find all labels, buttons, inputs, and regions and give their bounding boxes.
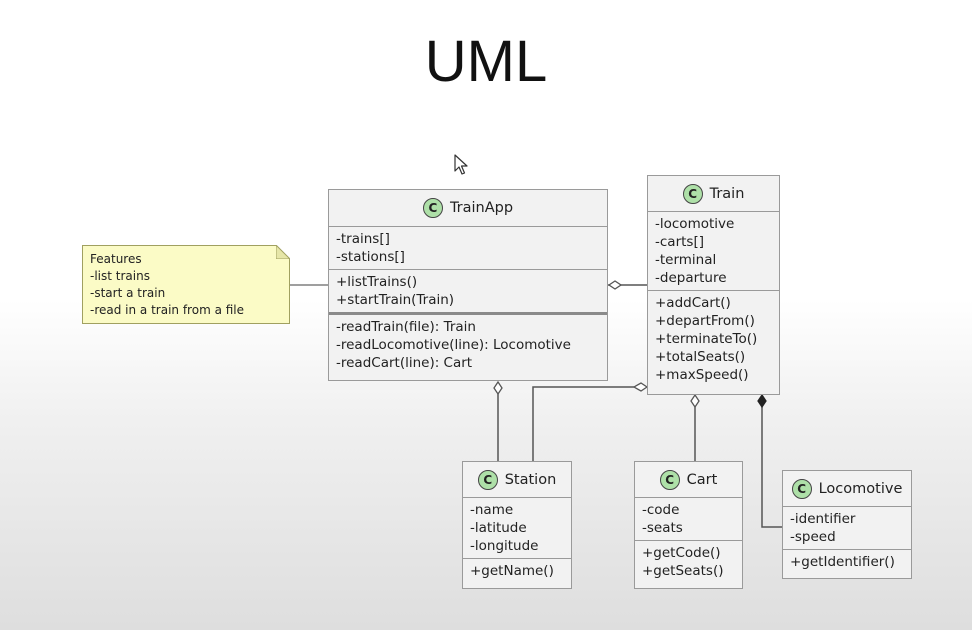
methods-section: +getName() xyxy=(463,558,571,583)
attribute: -identifier xyxy=(790,511,856,527)
slide-title: UML xyxy=(424,29,548,94)
class-name: Station xyxy=(504,471,557,488)
note-line: -start a train xyxy=(90,286,166,300)
class-icon: C xyxy=(682,183,703,204)
note-line: -read in a train from a file xyxy=(90,303,245,317)
attribute: -locomotive xyxy=(655,216,735,232)
edge-train-locomotive xyxy=(761,407,782,528)
method: +totalSeats() xyxy=(655,349,746,365)
class-icon: C xyxy=(422,198,443,218)
aggregation-diamond-trainapp-train xyxy=(607,280,623,290)
attribute: -carts[] xyxy=(655,234,704,250)
attribute: -code xyxy=(642,502,680,518)
note-line: -list trains xyxy=(90,269,150,283)
private-methods-section: -readTrain(file): Train -readLocomotive(… xyxy=(329,312,607,375)
method: +getIdentifier() xyxy=(790,554,895,570)
methods-section: +addCart() +departFrom() +terminateTo() … xyxy=(648,290,779,387)
aggregation-diamond-train-station xyxy=(632,382,649,392)
method: +startTrain(Train) xyxy=(336,292,455,308)
aggregation-diamond-trainapp-station xyxy=(493,380,503,396)
note-line: Features xyxy=(90,252,142,266)
class-name: TrainApp xyxy=(449,200,514,216)
attribute: -departure xyxy=(655,270,727,286)
method: +getSeats() xyxy=(642,563,724,579)
class-header: C TrainApp xyxy=(329,190,607,227)
method: +listTrains() xyxy=(336,274,418,290)
features-note: Features -list trains -start a train -re… xyxy=(82,245,290,324)
attribute: -name xyxy=(470,502,514,518)
attribute: -latitude xyxy=(470,520,527,536)
class-cart: C Cart -code -seats +getCode() +getSeats… xyxy=(634,461,743,589)
note-fold-icon xyxy=(276,245,290,259)
class-trainapp: C TrainApp -trains[] -stations[] +listTr… xyxy=(328,189,608,381)
attributes-section: -name -latitude -longitude xyxy=(463,498,571,558)
class-train: C Train -locomotive -carts[] -terminal -… xyxy=(647,175,780,395)
class-icon: C xyxy=(791,478,812,499)
attribute: -longitude xyxy=(470,538,539,554)
class-header: C Locomotive xyxy=(783,471,911,507)
class-name: Train xyxy=(709,185,745,202)
attribute: -speed xyxy=(790,529,836,545)
attribute: -stations[] xyxy=(336,249,405,265)
class-name: Locomotive xyxy=(818,480,903,497)
mouse-pointer-icon xyxy=(454,154,468,175)
method: -readTrain(file): Train xyxy=(336,319,476,335)
composition-diamond-train-locomotive xyxy=(757,393,767,409)
class-header: C Train xyxy=(648,176,779,212)
methods-section: +getCode() +getSeats() xyxy=(635,540,742,583)
attribute: -terminal xyxy=(655,252,717,268)
public-methods-section: +listTrains() +startTrain(Train) xyxy=(329,269,607,312)
class-name: Cart xyxy=(686,471,718,488)
aggregation-diamond-train-cart xyxy=(690,393,700,409)
methods-section: +getIdentifier() xyxy=(783,549,911,574)
attributes-section: -code -seats xyxy=(635,498,742,540)
class-header: C Cart xyxy=(635,462,742,498)
method: +addCart() xyxy=(655,295,731,311)
method: +maxSpeed() xyxy=(655,367,749,383)
method: +terminateTo() xyxy=(655,331,758,347)
attribute: -trains[] xyxy=(336,231,390,247)
class-header: C Station xyxy=(463,462,571,498)
attributes-section: -locomotive -carts[] -terminal -departur… xyxy=(648,212,779,290)
class-icon: C xyxy=(659,469,680,490)
attributes-section: -identifier -speed xyxy=(783,507,911,549)
class-station: C Station -name -latitude -longitude +ge… xyxy=(462,461,572,589)
method: +getName() xyxy=(470,563,554,579)
edge-train-station xyxy=(532,386,634,461)
class-icon: C xyxy=(477,469,498,490)
method: +departFrom() xyxy=(655,313,755,329)
attribute: -seats xyxy=(642,520,683,536)
method: -readCart(line): Cart xyxy=(336,355,473,371)
class-locomotive: C Locomotive -identifier -speed +getIden… xyxy=(782,470,912,579)
method: +getCode() xyxy=(642,545,721,561)
attributes-section: -trains[] -stations[] xyxy=(329,227,607,269)
method: -readLocomotive(line): Locomotive xyxy=(336,337,571,353)
